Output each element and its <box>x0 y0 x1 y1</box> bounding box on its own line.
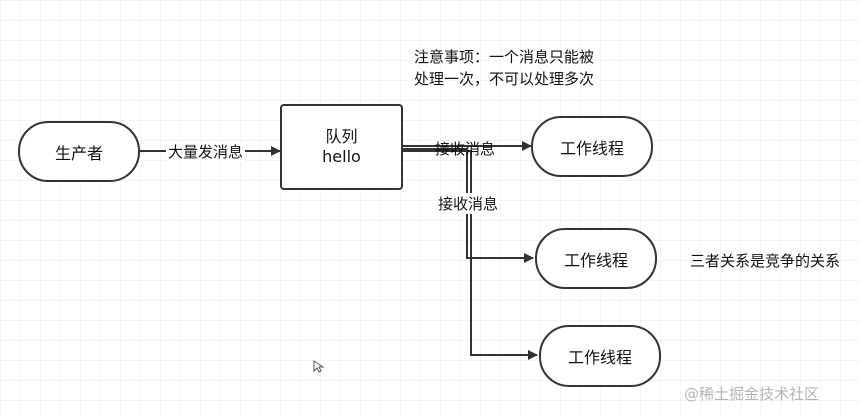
queue-node: 队列 hello <box>280 104 403 190</box>
note-top-line-2: 处理一次，不可以处理多次 <box>414 70 595 88</box>
worker-label: 工作线程 <box>567 348 632 367</box>
edge-label-send: 大量发消息 <box>166 141 246 162</box>
note-top-line-1: 注意事项：一个消息只能被 <box>414 48 595 66</box>
edge-label-receive-1: 接收消息 <box>435 140 496 158</box>
mouse-cursor-icon <box>313 360 325 373</box>
watermark: @稀土掘金技术社区 <box>684 385 820 403</box>
queue-name: hello <box>322 147 361 166</box>
note-right: 三者关系是竞争的关系 <box>690 252 841 270</box>
note-top: 注意事项：一个消息只能被 处理一次，不可以处理多次 <box>414 46 594 90</box>
worker-node-1: 工作线程 <box>531 116 653 177</box>
worker-node-2: 工作线程 <box>535 228 657 289</box>
worker-label: 工作线程 <box>563 250 628 270</box>
worker-label: 工作线程 <box>559 138 624 158</box>
edge-label-receive-2: 接收消息 <box>436 193 501 214</box>
producer-node: 生产者 <box>18 121 140 182</box>
worker-node-3: 工作线程 <box>539 325 661 387</box>
edge-queue-to-worker3 <box>403 150 538 360</box>
queue-label: 队列 <box>325 127 358 146</box>
producer-label: 生产者 <box>54 143 103 163</box>
